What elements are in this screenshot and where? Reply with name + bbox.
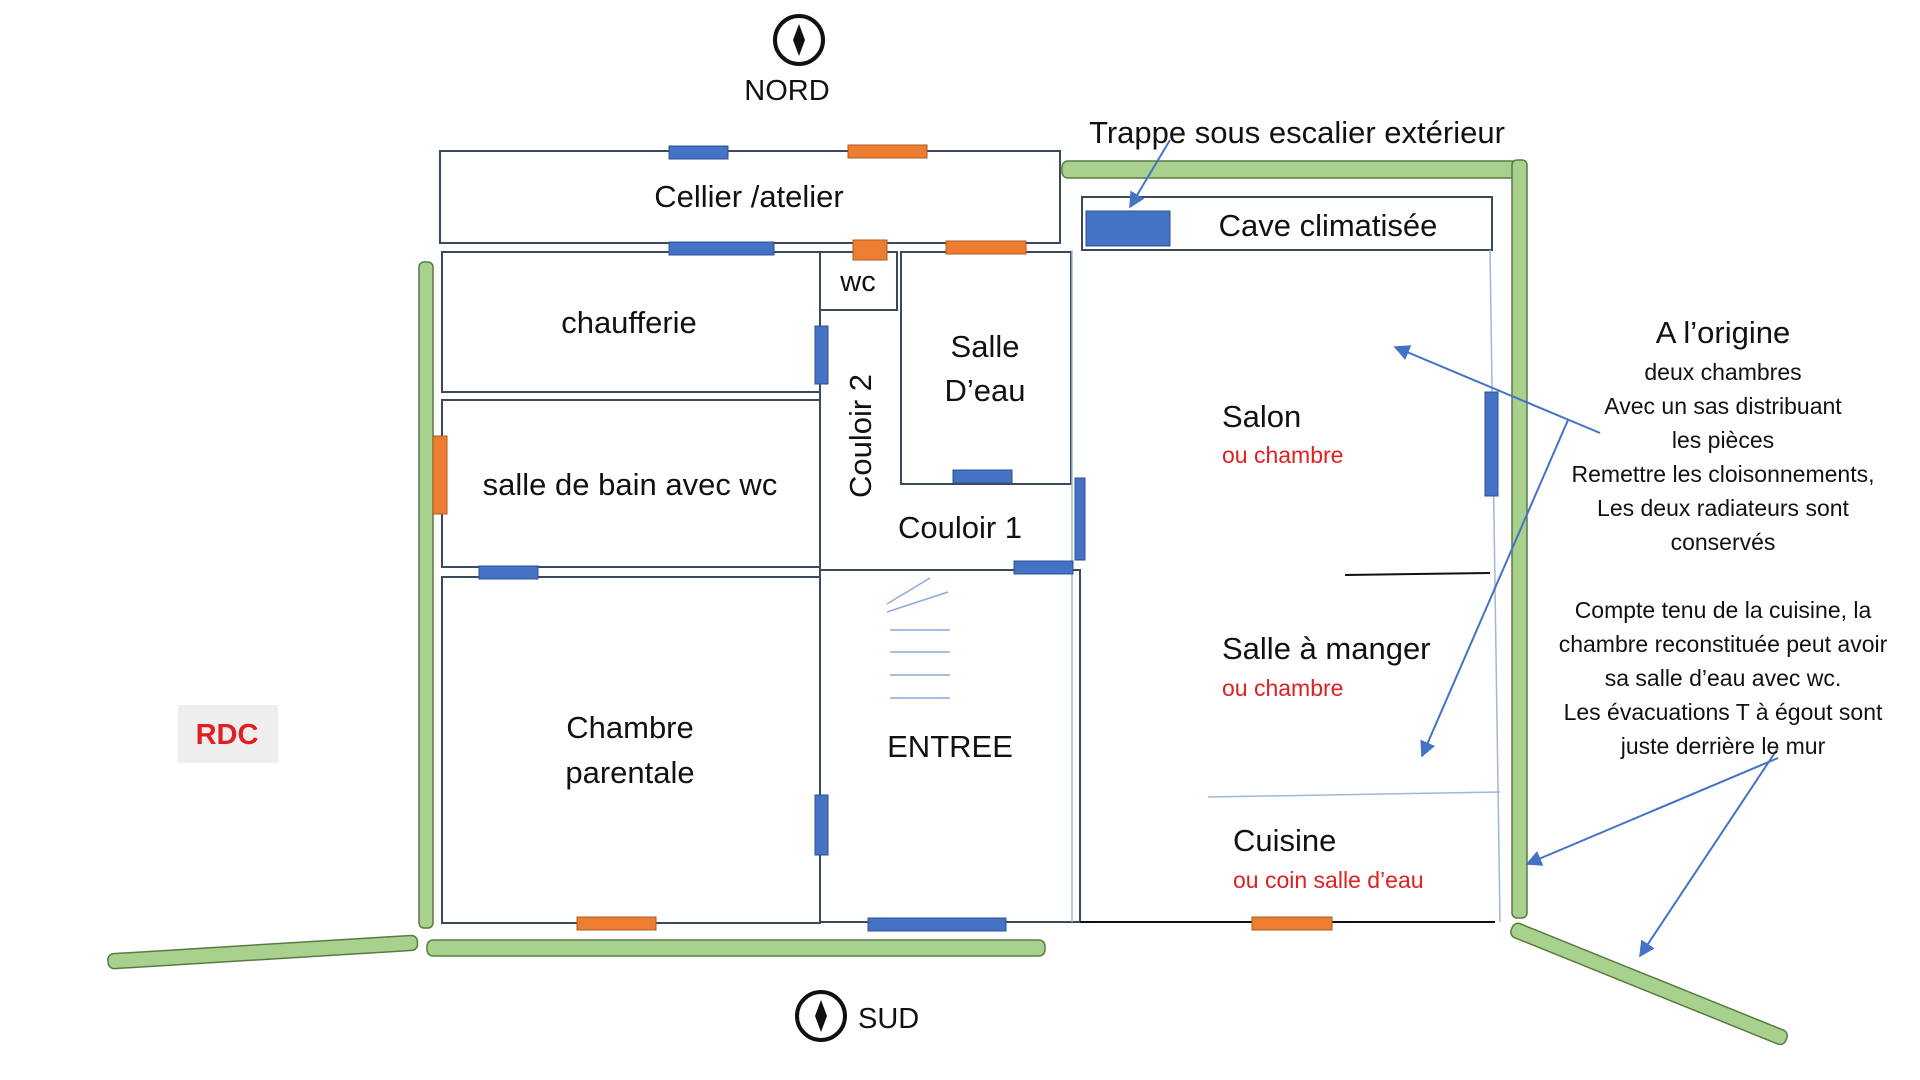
note-origin-line: conservés — [1671, 529, 1776, 555]
kitchen-divider — [1207, 791, 1501, 798]
label-chambre-1: Chambre — [566, 710, 694, 745]
note-kitchen-line: juste derrière le mur — [1620, 733, 1826, 759]
compass-north-icon — [773, 14, 825, 66]
radiators — [432, 144, 1333, 931]
label-couloir2: Couloir 2 — [843, 374, 878, 498]
note-origin-line: Les deux radiateurs sont — [1597, 495, 1849, 521]
note-origin-line: deux chambres — [1644, 359, 1801, 385]
annotation-arrows — [1129, 139, 1779, 958]
label-entree: ENTREE — [887, 729, 1013, 764]
floor-tag-box — [178, 705, 278, 763]
label-trappe: Trappe sous escalier extérieur — [1089, 115, 1505, 150]
floor-tag: RDC — [196, 719, 259, 751]
label-salon-alt: ou chambre — [1222, 442, 1343, 468]
south-label: SUD — [858, 1003, 919, 1035]
salon-divider — [1344, 572, 1491, 576]
exterior-walls — [107, 159, 1789, 1046]
label-salle-eau-2: D’eau — [945, 373, 1026, 408]
note-origin-title: A l’origine — [1656, 315, 1790, 350]
label-cellier: Cellier /atelier — [654, 179, 844, 214]
room-cave — [1081, 196, 1493, 251]
note-origin-line: Remettre les cloisonnements, — [1572, 461, 1875, 487]
label-cuisine: Cuisine — [1233, 823, 1336, 858]
note-kitchen-line: Compte tenu de la cuisine, la — [1575, 597, 1872, 623]
compass-south-icon — [795, 990, 847, 1042]
label-chaufferie: chaufferie — [561, 305, 697, 340]
room-salle-eau — [900, 251, 1072, 485]
label-chambre-2: parentale — [565, 755, 694, 790]
label-salle-eau-1: Salle — [951, 329, 1020, 364]
note-origin-line: les pièces — [1672, 427, 1774, 453]
note-origin-line: Avec un sas distribuant — [1604, 393, 1842, 419]
windows — [478, 145, 1499, 932]
note-kitchen-line: chambre reconstituée peut avoir — [1559, 631, 1888, 657]
note-kitchen-line: Les évacuations T à égout sont — [1564, 699, 1883, 725]
label-couloir1: Couloir 1 — [898, 510, 1022, 545]
label-salle-manger-alt: ou chambre — [1222, 675, 1343, 701]
north-label: NORD — [744, 75, 829, 107]
room-chambre-parentale — [441, 576, 821, 924]
note-kitchen-line: sa salle d’eau avec wc. — [1605, 665, 1842, 691]
stairs-icon — [886, 577, 950, 699]
label-salle-manger: Salle à manger — [1222, 631, 1431, 666]
label-cuisine-alt: ou coin salle d’eau — [1233, 867, 1424, 893]
label-salle-bain: salle de bain avec wc — [483, 467, 778, 502]
label-wc: wc — [839, 266, 875, 298]
label-cave: Cave climatisée — [1219, 208, 1438, 243]
label-salon: Salon — [1222, 399, 1301, 434]
